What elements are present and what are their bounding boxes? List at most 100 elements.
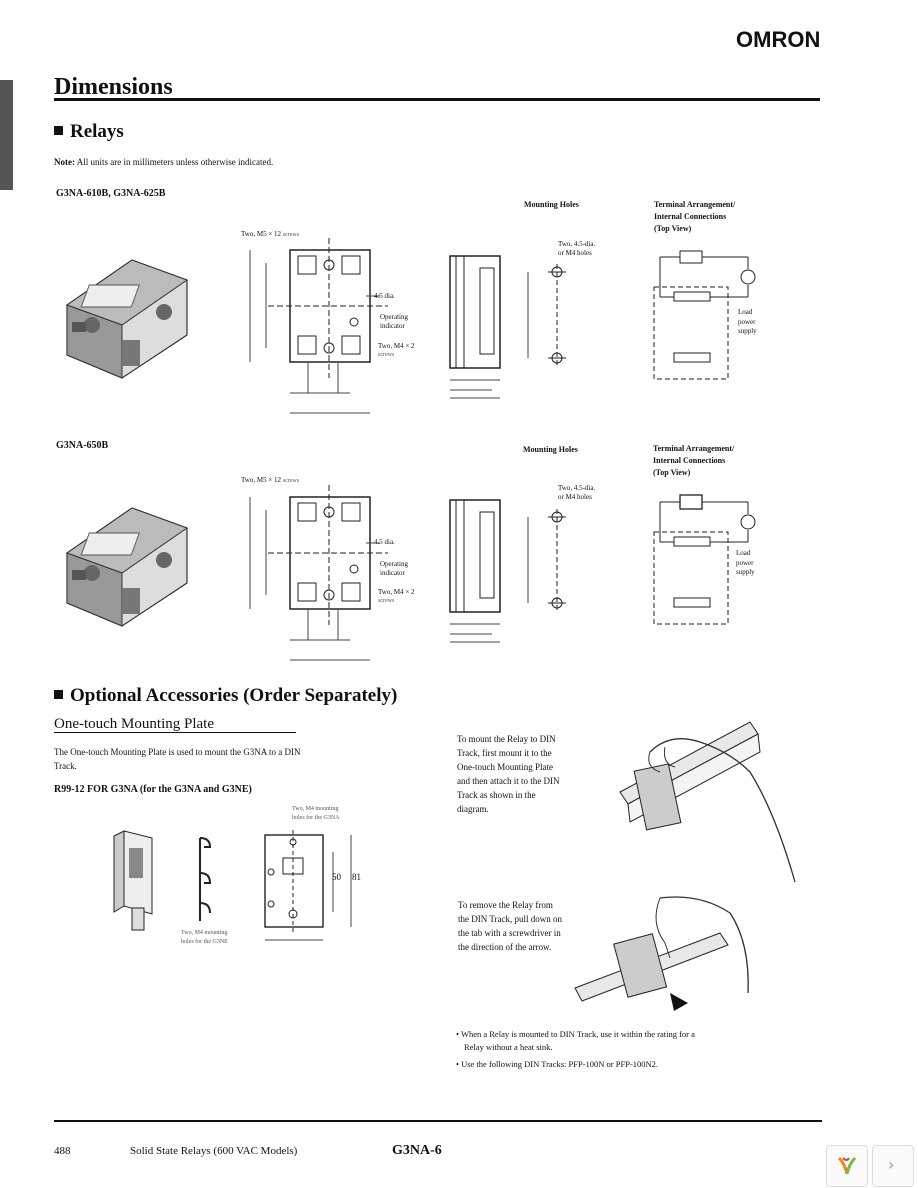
- relay-b-photo: [65, 507, 189, 627]
- plate-dim-50: 50: [332, 872, 341, 882]
- mount-line-4: and then attach it to the DIN: [457, 776, 560, 786]
- relay-a-mounting-holes-diagram: [527, 264, 566, 366]
- remove-illustration: [574, 896, 749, 1011]
- plate-intro: The One-touch Mounting Plate is used to …: [54, 745, 300, 773]
- remove-line-3: the tab with a screwdriver in: [458, 928, 561, 938]
- relay-b-label-m5: Two, M5 × 12 screws: [241, 476, 299, 484]
- relay-a-label-m4-screws: screws: [378, 352, 395, 358]
- relay-b-label-dia: 4.5 dia.: [374, 538, 395, 546]
- relay-b-load-1: Load: [736, 549, 751, 557]
- relay-a-terminal-diagram: [653, 250, 756, 380]
- remove-line-1: To remove the Relay from: [458, 900, 553, 910]
- square-bullet-icon: [54, 690, 63, 699]
- plate-note-bottom-1: Two, M4 mounting: [181, 930, 228, 936]
- relay-a-terminal-title-1: Terminal Arrangement/: [654, 200, 736, 209]
- plate-note-top-2: holes for the G3NA: [292, 815, 340, 821]
- viewer-logo-button[interactable]: [826, 1145, 868, 1187]
- plate-note-bottom-2: holes for the G3NE: [181, 939, 228, 945]
- relay-a-photo: [65, 259, 189, 379]
- section-relays-label: Relays: [70, 121, 124, 142]
- relay-b-side-view: [449, 499, 501, 643]
- relay-b-label-m4-screws: screws: [378, 598, 395, 604]
- plate-model: R99-12 FOR G3NA (for the G3NA and G3NE): [54, 784, 252, 795]
- relay-a-label-operating: Operating: [380, 313, 408, 321]
- relay-a-m5-text: Two, M5 × 12: [241, 230, 282, 238]
- section-tab: [0, 80, 13, 190]
- plate-note-top-1: Two, M4 mounting: [292, 806, 339, 812]
- note-text: All units are in millimeters unless othe…: [75, 157, 274, 167]
- relay-b-terminal-diagram: [653, 494, 756, 625]
- relay-b-terminal-title-2: Internal Connections: [653, 456, 726, 465]
- units-note: Note: All units are in millimeters unles…: [54, 157, 273, 167]
- din-note-1: • When a Relay is mounted to DIN Track, …: [456, 1029, 695, 1039]
- relay-b-mounting-holes-diagram: [527, 509, 566, 611]
- relay-a-load-1: Load: [738, 308, 753, 316]
- mounting-plate-subheading: One-touch Mounting Plate: [54, 716, 214, 732]
- mount-line-6: diagram.: [457, 804, 489, 814]
- din-note-1-cont: Relay without a heat sink.: [464, 1042, 553, 1052]
- plate-front-view: [264, 830, 352, 941]
- mount-line-2: Track, first mount it to the: [457, 748, 552, 758]
- din-notes: • When a Relay is mounted to DIN Track, …: [456, 1028, 695, 1071]
- chevron-right-icon: ›: [888, 1155, 895, 1174]
- relay-b-load-2: power: [736, 559, 754, 567]
- din-note-2: • Use the following DIN Tracks: PFP-100N…: [456, 1059, 659, 1069]
- omron-logo: OMRON: [736, 27, 821, 52]
- relay-b-m5-text: Two, M5 × 12: [241, 476, 282, 484]
- remove-line-2: the DIN Track, pull down on: [458, 914, 562, 924]
- relay-a-mounting-holes-title: Mounting Holes: [524, 200, 579, 209]
- relay-a-screws-text: screws: [282, 232, 300, 238]
- plate-intro-line-2: Track.: [54, 761, 77, 771]
- relay-b-holes-label-2: or M4 holes: [558, 493, 592, 501]
- relay-b-label-m4: Two, M4 × 2: [378, 588, 415, 596]
- relay-a-label-m5: Two, M5 × 12 screws: [241, 230, 299, 238]
- relay-a-label-dia: 4.5 dia.: [374, 292, 395, 300]
- relay-a-label-m4: Two, M4 × 2: [378, 342, 415, 350]
- relay-a-holes-label-1: Two, 4.5-dia.: [558, 240, 596, 248]
- plate-perspective-view: [113, 830, 153, 931]
- relay-b-screws-text: screws: [282, 478, 300, 484]
- relay-a-load-2: power: [738, 318, 756, 326]
- title-rule: [54, 98, 820, 101]
- relay-a-holes-label-2: or M4 holes: [558, 249, 592, 257]
- relay-b-terminal-title-3: (Top View): [653, 468, 691, 477]
- mount-line-5: Track as shown in the: [457, 790, 536, 800]
- accessories-heading-label: Optional Accessories (Order Separately): [70, 685, 398, 706]
- square-bullet-icon: [54, 126, 63, 135]
- relay-b-mounting-holes-title: Mounting Holes: [523, 445, 578, 454]
- accessories-heading: Optional Accessories (Order Separately): [54, 685, 397, 707]
- next-page-button[interactable]: ›: [872, 1145, 914, 1187]
- relay-b-front-view: [249, 485, 388, 661]
- viewer-logo-icon: [837, 1156, 857, 1175]
- section-relays-heading: Relays: [54, 121, 124, 143]
- relay-b-load-3: supply: [736, 568, 755, 576]
- page-title: Dimensions: [54, 74, 173, 100]
- plate-side-view: [199, 837, 212, 921]
- relay-b-holes-label-1: Two, 4.5-dia.: [558, 484, 596, 492]
- relay-a-model: G3NA-610B, G3NA-625B: [56, 188, 166, 199]
- relay-b-model: G3NA-650B: [56, 440, 109, 451]
- footer-page-number: 488: [54, 1145, 71, 1157]
- relay-a-label-indicator: indicator: [380, 322, 405, 330]
- footer-product: G3NA-6: [392, 1143, 442, 1158]
- footer-series: Solid State Relays (600 VAC Models): [130, 1145, 298, 1157]
- mount-line-1: To mount the Relay to DIN: [457, 734, 556, 744]
- relay-a-side-view: [449, 255, 501, 399]
- plate-dim-81: 81: [352, 872, 361, 882]
- plate-intro-line-1: The One-touch Mounting Plate is used to …: [54, 747, 301, 757]
- remove-line-4: the direction of the arrow.: [458, 942, 552, 952]
- mount-illustration: [619, 721, 796, 883]
- relay-b-label-operating: Operating: [380, 560, 408, 568]
- relay-a-terminal-title-2: Internal Connections: [654, 212, 727, 221]
- relay-a-terminal-title-3: (Top View): [654, 224, 692, 233]
- relay-a-front-view: [249, 238, 388, 414]
- mount-instructions: To mount the Relay to DIN Track, first m…: [457, 732, 559, 816]
- subheading-rule: [54, 732, 296, 733]
- footer-rule: [54, 1120, 822, 1122]
- remove-instructions: To remove the Relay from the DIN Track, …: [458, 898, 562, 954]
- note-label: Note:: [54, 157, 75, 167]
- mount-line-3: One-touch Mounting Plate: [457, 762, 553, 772]
- relay-b-terminal-title-1: Terminal Arrangement/: [653, 444, 735, 453]
- relay-b-label-indicator: indicator: [380, 569, 405, 577]
- relay-a-load-3: supply: [738, 327, 757, 335]
